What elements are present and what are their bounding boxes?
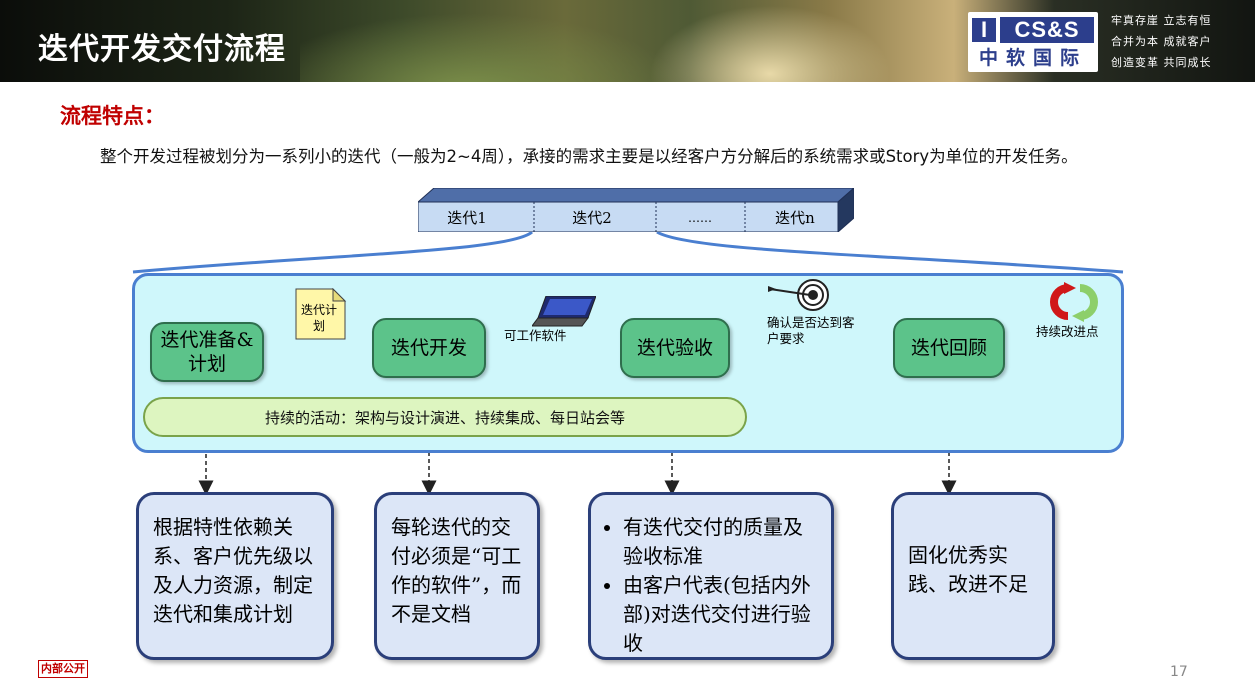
stage-develop: 迭代开发 [372, 318, 486, 378]
logo-cn: 中软国际 [978, 47, 1087, 69]
slogan-line: 合并为本 成就客户 [1111, 35, 1212, 48]
target-note: 确认是否达到客户要求 [767, 315, 855, 346]
improve-note: 持续改进点 [1036, 324, 1099, 339]
slogans: 牢真存崖 立志有恒 合并为本 成就客户 创造变革 共同成长 [1111, 10, 1212, 73]
page-number: 17 [1170, 664, 1188, 680]
slogan-line: 创造变革 共同成长 [1111, 56, 1212, 69]
doc-note: 迭代计划 [300, 303, 337, 333]
laptop-icon [532, 296, 596, 327]
slide-title: 迭代开发交付流程 [38, 32, 286, 67]
cycle-icon [1050, 282, 1098, 322]
classification-tag: 内部公开 [38, 660, 88, 678]
continuous-activities: 持续的活动：架构与设计演进、持续集成、每日站会等 [143, 397, 747, 437]
activity-text: 持续的活动：架构与设计演进、持续集成、每日站会等 [264, 408, 625, 427]
box-plan: 根据特性依赖关系、客户优先级以及人力资源，制定迭代和集成计划 [136, 492, 334, 660]
accept-list: 有迭代交付的质量及验收标准 由客户代表(包括内外部)对迭代交付进行验收 [597, 513, 819, 658]
logo-mark: I [972, 18, 996, 42]
section-description: 整个开发过程被划分为一系列小的迭代（一般为2~4周），承接的需求主要是以经客户方… [100, 147, 1078, 166]
box-accept: 有迭代交付的质量及验收标准 由客户代表(包括内外部)对迭代交付进行验收 [588, 492, 834, 660]
box-dev-text: 每轮迭代的交付必须是“可工作的软件”，而不是文档 [391, 515, 522, 626]
iteration-1: 迭代1 [447, 209, 487, 227]
logo-en: CS&S [1000, 17, 1094, 43]
iteration-n: 迭代n [775, 209, 815, 227]
target-icon [768, 279, 829, 311]
laptop-note: 可工作软件 [504, 328, 567, 343]
iteration-bar: 迭代1 迭代2 …… 迭代n [416, 186, 856, 234]
iteration-2: 迭代2 [572, 209, 612, 227]
box-dev: 每轮迭代的交付必须是“可工作的软件”，而不是文档 [374, 492, 540, 660]
section-heading: 流程特点： [60, 104, 165, 128]
stage-label: 迭代准备&计划 [160, 329, 254, 375]
box-review: 固化优秀实践、改进不足 [891, 492, 1055, 660]
company-logo: I CS&S 中软国际 牢真存崖 立志有恒 合并为本 成就客户 创造变革 共同成… [968, 10, 1255, 74]
header-banner: 迭代开发交付流程 I CS&S 中软国际 牢真存崖 立志有恒 合并为本 成就客户… [0, 0, 1255, 82]
stage-plan: 迭代准备&计划 [150, 322, 264, 382]
accept-item: 由客户代表(包括内外部)对迭代交付进行验收 [623, 571, 819, 658]
box-review-text: 固化优秀实践、改进不足 [908, 543, 1028, 596]
stage-label: 迭代开发 [390, 337, 467, 359]
iteration-ellipsis: …… [688, 211, 712, 225]
stage-accept: 迭代验收 [620, 318, 730, 378]
stage-label: 迭代验收 [636, 337, 713, 359]
stage-label: 迭代回顾 [910, 337, 987, 359]
slogan-line: 牢真存崖 立志有恒 [1111, 14, 1212, 27]
box-plan-text: 根据特性依赖关系、客户优先级以及人力资源，制定迭代和集成计划 [153, 515, 313, 626]
document-icon [295, 288, 347, 340]
stage-review: 迭代回顾 [893, 318, 1005, 378]
accept-item: 有迭代交付的质量及验收标准 [623, 513, 819, 571]
